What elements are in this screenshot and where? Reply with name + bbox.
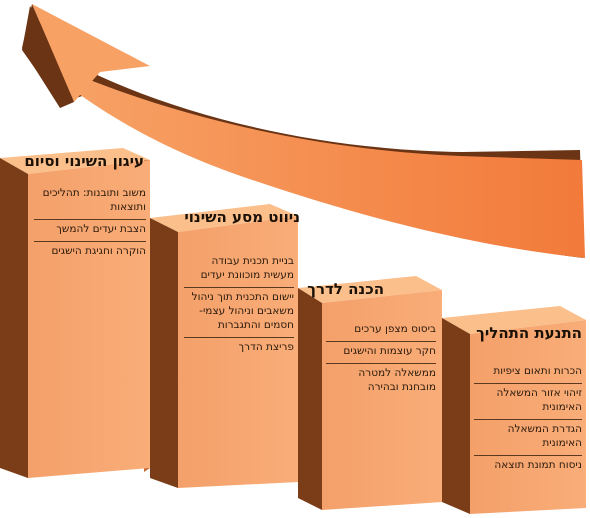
block-1-front — [28, 160, 150, 478]
block-4-side — [442, 318, 470, 514]
arrow-head-edge — [22, 4, 74, 108]
step-title-3: הכנה לדרך — [307, 280, 384, 298]
step-column-2: ניווט מסע השינוי בניית תכנית עבודה מעשית… — [184, 196, 300, 476]
list-item: הכרות ותאום ציפיות — [493, 365, 582, 377]
list-item: בניית תכנית עבודה מעשית מוכוונת יעדים — [200, 255, 294, 281]
block-1-top — [0, 148, 150, 174]
step-title-2: ניווט מסע השינוי — [184, 208, 300, 226]
list-item: יישום התכנית תוך ניהול משאבים וניהול עצמ… — [184, 287, 294, 335]
list-item: זיהוי אזור המשאלה האימונית — [474, 383, 582, 417]
block-3-side — [298, 288, 322, 510]
arrow-body — [76, 78, 585, 258]
list-item: חקר עוצמות והישגים — [326, 341, 436, 361]
block-3-top — [298, 276, 442, 303]
growth-arrow — [22, 4, 585, 258]
list-item: משוב ותובנות: תהליכים ותוצאות — [42, 187, 146, 213]
list-item: הצבת יעדים להמשך — [34, 219, 146, 239]
step-column-4: התנעת התהליך הכרות ותאום ציפיות זיהוי אז… — [474, 304, 582, 510]
block-2-side — [150, 218, 178, 488]
step-items-4: הכרות ותאום ציפיות זיהוי אזור המשאלה האי… — [474, 362, 582, 475]
step-items-2: בניית תכנית עבודה מעשית מוכוונת יעדים יי… — [184, 252, 294, 357]
block-3 — [298, 276, 442, 510]
step-items-1: משוב ותובנות: תהליכים ותוצאות הצבת יעדים… — [34, 184, 146, 261]
step-column-1: עיגון השינוי וסיום משוב ותובנות: תהליכים… — [24, 140, 146, 470]
arrow-head — [32, 4, 150, 102]
step-column-3: הכנה לדרך ביסוס מצפן ערכים חקר עוצמות וה… — [307, 268, 436, 498]
list-item: פריצת הדרך — [184, 337, 294, 357]
list-item: ביסוס מצפן ערכים — [354, 323, 436, 335]
block-4 — [442, 306, 586, 514]
block-2-top — [150, 204, 298, 232]
list-item: הגדרת המשאלה האימונית — [474, 419, 582, 453]
block-4-top — [442, 306, 586, 334]
step-title-4: התנעת התהליך — [476, 324, 582, 342]
step-items-3: ביסוס מצפן ערכים חקר עוצמות והישגים ממשא… — [326, 320, 436, 397]
block-2 — [150, 204, 298, 488]
block-4-front — [470, 320, 586, 514]
step-title-1: עיגון השינוי וסיום — [24, 152, 144, 170]
list-item: ממשאלה למטרה מובחנת ובהירה — [326, 363, 436, 397]
block-3-front — [322, 290, 442, 510]
list-item: ניסוח תמונת תוצאה — [474, 455, 582, 475]
block-1-side — [0, 158, 28, 478]
list-item: הוקרה וחגיגת הישגים — [34, 241, 146, 261]
block-1 — [0, 148, 150, 478]
block-2-front — [178, 216, 298, 488]
